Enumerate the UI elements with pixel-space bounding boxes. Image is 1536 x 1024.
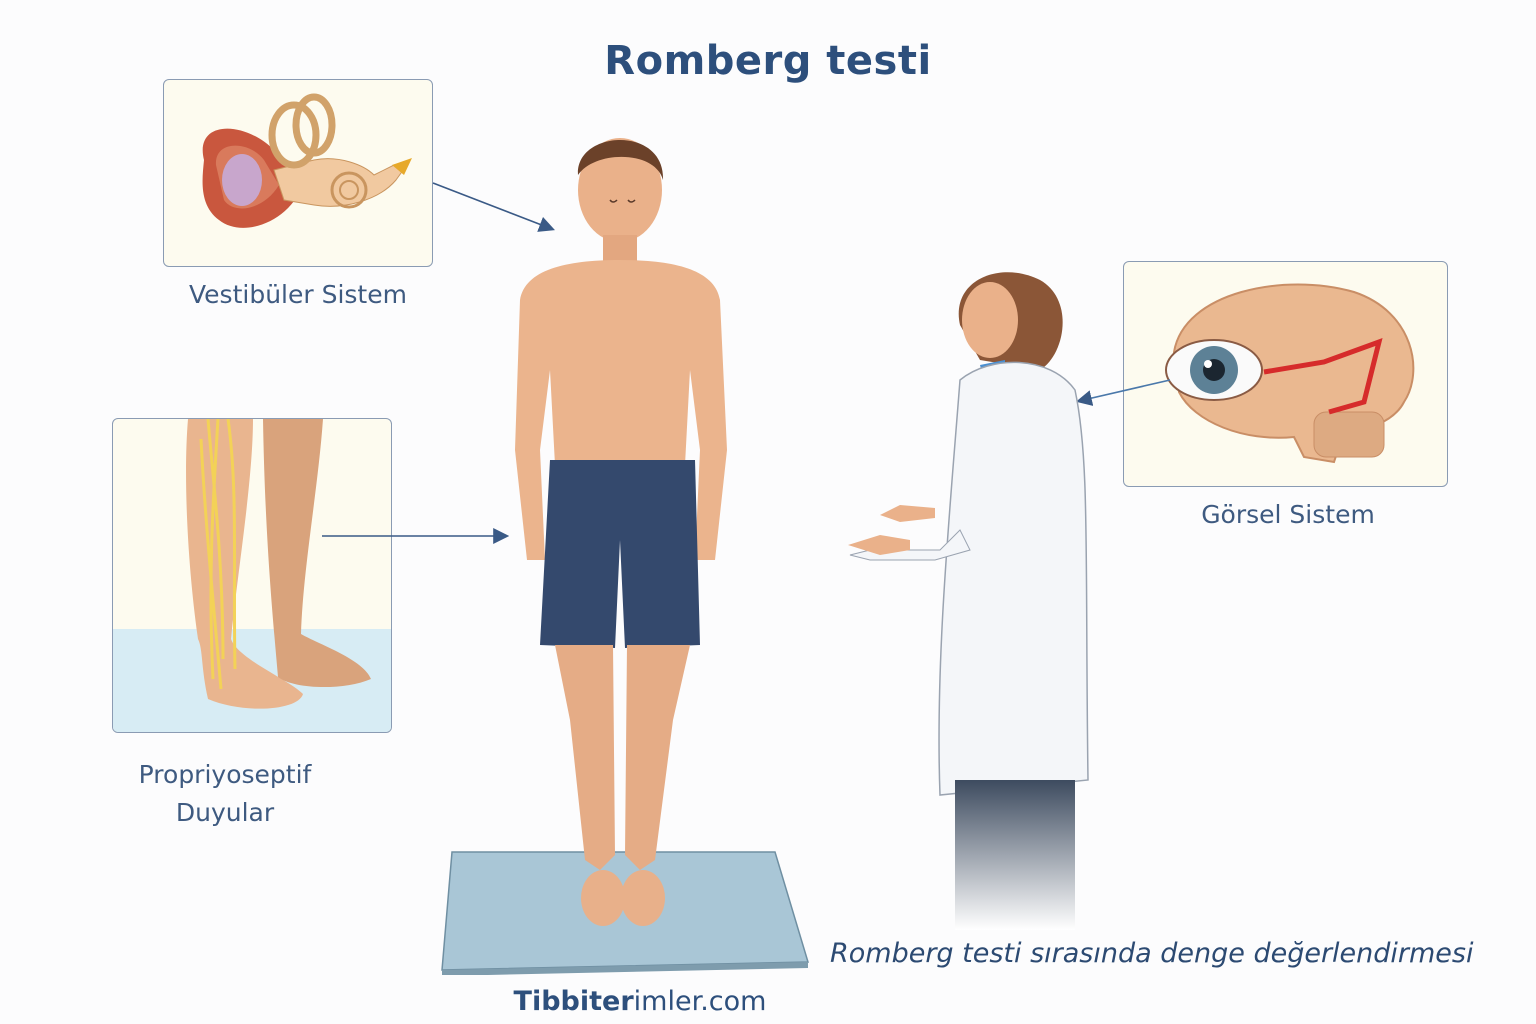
- proprioceptive-label-line1: Propriyoseptif: [138, 760, 312, 789]
- visual-arrow: [1075, 379, 1171, 406]
- visual-label: Görsel Sistem: [1201, 500, 1375, 529]
- figure-caption: Romberg testi sırasında denge değerlendi…: [830, 938, 1474, 969]
- brand-bold: Tibbiter: [513, 986, 634, 1017]
- vestibular-arrow: [432, 182, 555, 232]
- vestibular-label: Vestibüler Sistem: [189, 280, 407, 309]
- vestibular-panel: [163, 79, 433, 267]
- brand-regular: imler.com: [633, 986, 767, 1017]
- eye-brain-icon: [1165, 283, 1415, 464]
- inner-ear-icon: [202, 93, 412, 228]
- examiner-figure: [848, 272, 1089, 930]
- leg-nerves-icon: [113, 419, 391, 732]
- proprioceptive-label: Propriyoseptif Duyular: [100, 756, 350, 832]
- site-brand: Tibbiterimler.com: [0, 986, 1280, 1017]
- visual-panel: [1123, 261, 1448, 487]
- patient-figure: [515, 138, 727, 926]
- proprioceptive-panel: [112, 418, 392, 733]
- page-title: Romberg testi: [604, 38, 932, 84]
- proprioceptive-label-line2: Duyular: [175, 798, 275, 827]
